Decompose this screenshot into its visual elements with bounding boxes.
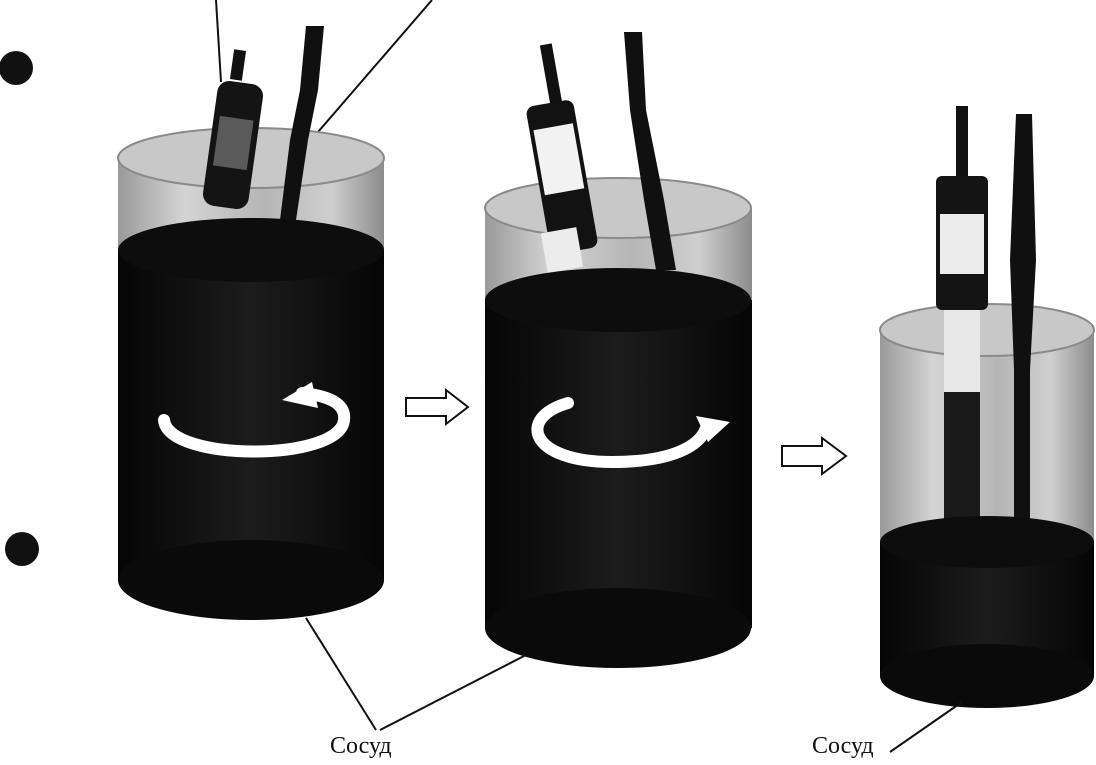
right-arrow-icon [405, 387, 470, 427]
rotation-arrow-icon [158, 382, 351, 458]
leader-line [889, 701, 963, 753]
bullet-icon [0, 51, 33, 85]
electrode-probe [203, 49, 263, 210]
right-arrow-icon [781, 436, 848, 476]
vessel-label-right: Сосуд [812, 733, 874, 759]
leader-line [317, 0, 433, 133]
sensor-rod [280, 26, 324, 220]
sensor-rod [1010, 114, 1036, 540]
sensor-rod [624, 32, 676, 270]
vessel-2 [484, 32, 752, 668]
vessel-label-left: Сосуд [330, 733, 392, 759]
leader-line [215, 0, 222, 83]
rotation-arrow-icon [531, 397, 730, 469]
electrode-probe [526, 43, 598, 273]
vessel-1 [117, 26, 385, 620]
vessel-3 [879, 106, 1095, 708]
leader-line [379, 654, 527, 731]
bullet-icon [5, 532, 39, 566]
leader-line [305, 617, 377, 731]
